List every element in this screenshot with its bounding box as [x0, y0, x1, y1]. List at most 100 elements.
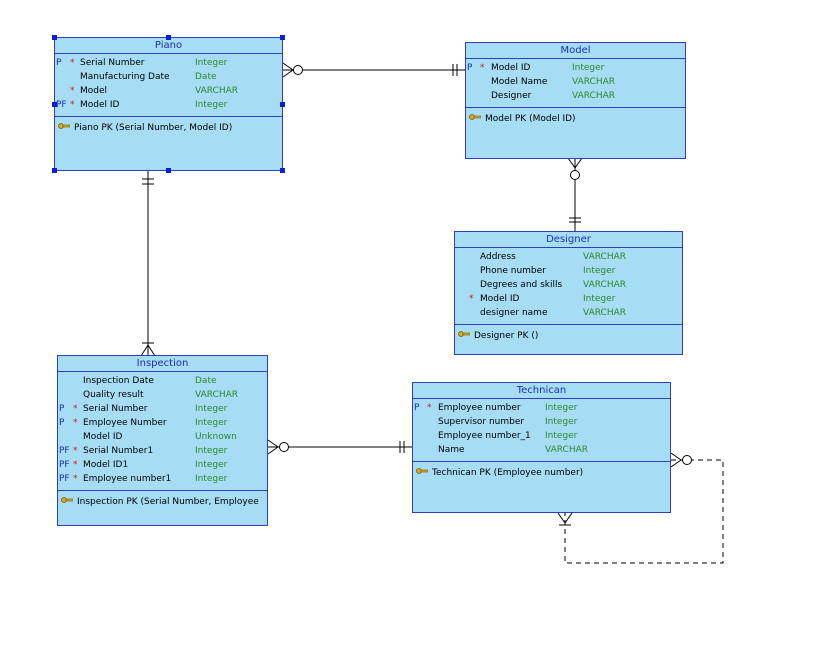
attribute-name: Name: [438, 445, 465, 455]
attribute-name: Supervisor number: [438, 417, 525, 427]
attribute-name: Model ID: [80, 100, 120, 110]
primary-key-row: Technican PK (Employee number): [413, 466, 670, 480]
attribute-name: Serial Number: [83, 404, 148, 414]
attribute-type: Integer: [545, 431, 578, 441]
attribute-type: Date: [195, 72, 217, 82]
attribute-name: Serial Number1: [83, 446, 154, 456]
selection-handle[interactable]: [280, 35, 285, 40]
attribute-type: VARCHAR: [583, 280, 627, 290]
entity-title: Technican: [413, 383, 670, 399]
relationship-inspection-technican[interactable]: [267, 439, 413, 455]
attribute-name: Model ID: [491, 63, 531, 73]
attribute-row[interactable]: Employee number_1 Integer: [413, 429, 670, 443]
relationship-technican-supervisor[interactable]: [557, 452, 724, 564]
attribute-name: Employee number_1: [438, 431, 531, 441]
selection-handle[interactable]: [166, 35, 171, 40]
attribute-name: Model ID: [480, 294, 520, 304]
attribute-type: Date: [195, 376, 217, 386]
attribute-row[interactable]: Degrees and skills VARCHAR: [455, 278, 682, 292]
attribute-name: Model ID: [83, 432, 123, 442]
primary-key-row: Piano PK (Serial Number, Model ID): [55, 121, 282, 135]
selection-handle[interactable]: [166, 168, 171, 173]
required-marker: *: [73, 404, 78, 414]
key-prefix: P: [414, 403, 420, 413]
relationship-model-designer[interactable]: [567, 157, 583, 232]
key-icon: [58, 123, 70, 129]
primary-key-row: Inspection PK (Serial Number, Employee: [58, 495, 267, 509]
attribute-name: Employee Number: [83, 418, 167, 428]
attribute-name: Employee number: [438, 403, 521, 413]
relationship-piano-inspection[interactable]: [140, 171, 156, 357]
primary-key-label: Inspection PK (Serial Number, Employee: [77, 497, 259, 507]
attribute-type: Integer: [545, 403, 578, 413]
attribute-name: Model: [80, 86, 108, 96]
primary-key-label: Model PK (Model ID): [485, 114, 576, 124]
attribute-name: Serial Number: [80, 58, 145, 68]
entity-title: Inspection: [58, 356, 267, 372]
key-prefix: PF: [59, 460, 70, 470]
primary-key-row: Model PK (Model ID): [466, 112, 685, 126]
attribute-name: Designer: [491, 91, 532, 101]
selection-handle[interactable]: [280, 102, 285, 107]
selection-handle[interactable]: [52, 35, 57, 40]
attribute-type: Integer: [583, 266, 616, 276]
selection-handle[interactable]: [52, 168, 57, 173]
attribute-type: Integer: [195, 418, 228, 428]
key-list: Model PK (Model ID): [466, 108, 685, 126]
selection-handle[interactable]: [280, 168, 285, 173]
selection-handle[interactable]: [52, 102, 57, 107]
key-icon: [469, 114, 481, 120]
attribute-name: Address: [480, 252, 516, 262]
attribute-row[interactable]: Address VARCHAR: [455, 250, 682, 264]
primary-key-row: Designer PK (): [455, 329, 682, 343]
relationship-piano-model[interactable]: [282, 62, 466, 78]
attribute-name: Degrees and skills: [480, 280, 563, 290]
key-prefix: PF: [56, 100, 67, 110]
entity-title: Piano: [55, 38, 282, 54]
attribute-type: Integer: [195, 474, 228, 484]
attribute-name: Phone number: [480, 266, 546, 276]
required-marker: *: [469, 294, 474, 304]
attribute-type: VARCHAR: [583, 252, 627, 262]
attribute-type: Integer: [545, 417, 578, 427]
required-marker: *: [73, 418, 78, 428]
attribute-row[interactable]: Manufacturing Date Date: [55, 70, 282, 84]
key-prefix: P: [59, 418, 65, 428]
attribute-row[interactable]: P * Employee Number Integer: [58, 416, 267, 430]
attribute-row[interactable]: Phone number Integer: [455, 264, 682, 278]
attribute-type: VARCHAR: [583, 308, 627, 318]
key-icon: [416, 468, 428, 474]
key-list: Piano PK (Serial Number, Model ID): [55, 117, 282, 135]
attribute-type: Integer: [195, 100, 228, 110]
attribute-name: Manufacturing Date: [80, 72, 170, 82]
key-prefix: P: [467, 63, 473, 73]
attribute-name: Model ID1: [83, 460, 129, 470]
attribute-row[interactable]: Supervisor number Integer: [413, 415, 670, 429]
